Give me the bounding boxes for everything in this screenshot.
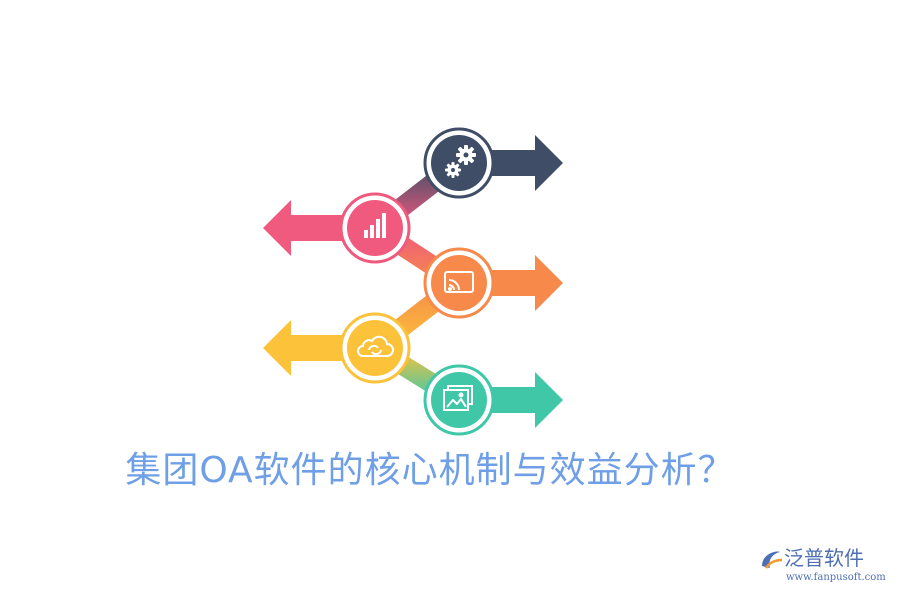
brand-name: 泛普软件 — [784, 546, 864, 570]
step-node-1 — [423, 127, 495, 199]
page-title: 集团OA软件的核心机制与效益分析？ — [125, 450, 735, 491]
step-node-2 — [339, 192, 411, 264]
arrow-right-1 — [488, 135, 563, 191]
step-node-3 — [423, 247, 495, 319]
brand-url: www.fanpusoft.com — [786, 572, 886, 583]
arrow-left-4 — [263, 320, 346, 376]
brand-logo[interactable]: 泛普软件 www.fanpusoft.com — [758, 544, 888, 592]
screen-cast-icon — [444, 271, 474, 293]
arrow-right-5 — [488, 372, 563, 428]
arrow-left-2 — [263, 200, 346, 256]
step-node-4 — [339, 312, 411, 384]
cloud-sync-icon — [357, 335, 394, 357]
step-node-5 — [423, 364, 495, 436]
gear-icon — [445, 145, 476, 178]
image-gallery-icon — [443, 385, 473, 411]
arrow-right-3 — [488, 255, 563, 311]
fanpu-logo-icon — [762, 551, 783, 569]
bar-chart-icon — [364, 213, 386, 238]
